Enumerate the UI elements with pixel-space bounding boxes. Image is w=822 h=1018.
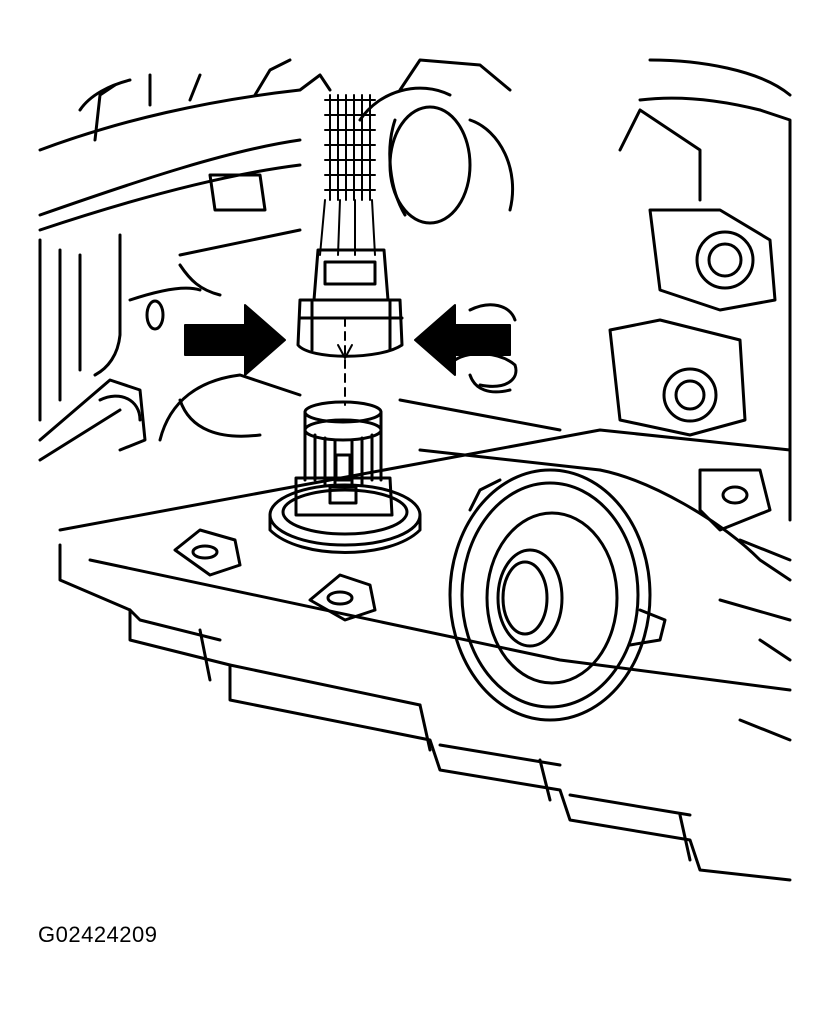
upper-housing [38, 58, 332, 422]
bolt-head [695, 230, 755, 290]
bolt-head [662, 367, 718, 423]
upper-connector [296, 94, 404, 358]
lower-connector [294, 400, 394, 517]
bolt-hole [145, 299, 165, 331]
arrow-left-icon [414, 304, 511, 376]
upper-boss [358, 58, 515, 225]
circular-seal [448, 468, 667, 722]
arrow-right-icon [184, 304, 286, 376]
figure-code: G02424209 [38, 922, 158, 947]
right-bracket [608, 58, 792, 562]
valve-body-plate [38, 373, 792, 882]
socket-base [268, 483, 422, 554]
alignment-arrow-head [337, 344, 353, 359]
